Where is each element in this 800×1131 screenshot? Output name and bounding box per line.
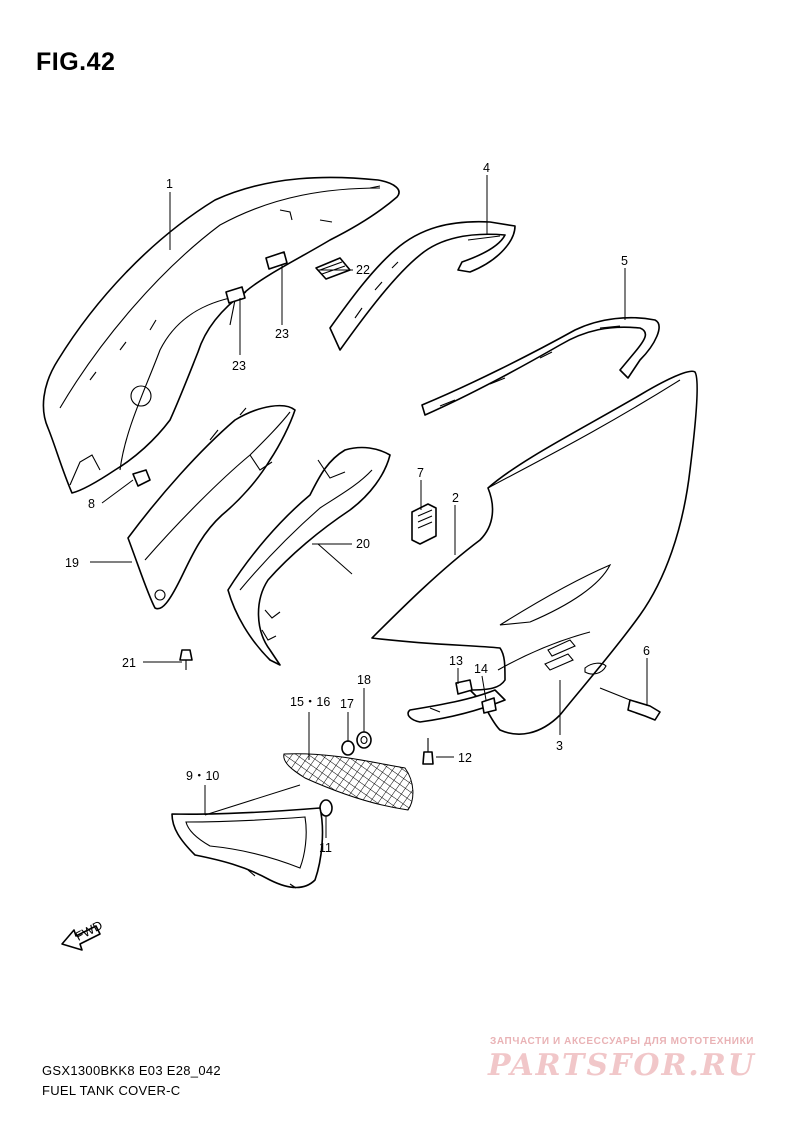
part-20-inner-frame	[227, 446, 391, 666]
part-9-10-lower-frame	[171, 807, 324, 889]
diagram-name: FUEL TANK COVER-C	[42, 1083, 181, 1098]
callout-5: 5	[621, 254, 628, 268]
callout-12: 12	[458, 751, 472, 765]
fwd-arrow-icon	[61, 925, 101, 951]
part-4-upper-trim	[329, 220, 516, 351]
callout-23-right: 23	[275, 327, 289, 341]
callout-6: 6	[643, 644, 650, 658]
callout-17: 17	[340, 697, 354, 711]
callout-13: 13	[449, 654, 463, 668]
callout-7: 7	[417, 466, 424, 480]
callout-9-10: 9・10	[186, 769, 219, 783]
callout-1: 1	[166, 177, 173, 191]
part-19-inner-panel	[127, 404, 296, 610]
part-13-clip	[455, 679, 473, 695]
callout-2: 2	[452, 491, 459, 505]
watermark-logo: PARTSFOR.RU	[488, 1048, 756, 1083]
part-2-side-cover	[371, 370, 698, 735]
part-1-upper-cover	[42, 176, 400, 494]
part-21-screw	[179, 649, 193, 670]
part-6-screw	[599, 687, 661, 721]
callout-21: 21	[122, 656, 136, 670]
part-14-clip	[481, 697, 497, 714]
callout-8: 8	[88, 497, 95, 511]
part-15-16-mesh	[283, 753, 414, 811]
callout-4: 4	[483, 161, 490, 175]
diagram-code: GSX1300BKK8 E03 E28_042	[42, 1063, 221, 1078]
callout-20: 20	[356, 537, 370, 551]
part-22-label	[315, 257, 351, 280]
figure-title: FIG.42	[36, 48, 116, 76]
part-5-side-trim	[421, 316, 660, 416]
part-18-nut	[356, 731, 372, 749]
callout-14: 14	[474, 662, 488, 676]
callout-3: 3	[556, 739, 563, 753]
callout-11: 11	[319, 841, 332, 855]
leader-lines	[90, 175, 648, 838]
part-17-washer	[341, 740, 355, 756]
callout-22: 22	[356, 263, 370, 277]
callout-19: 19	[65, 556, 79, 570]
callout-18: 18	[357, 673, 371, 687]
callout-15-16: 15・16	[290, 695, 330, 709]
part-12-screw	[422, 738, 434, 765]
part-23-label-pair	[225, 251, 288, 304]
watermark-tagline: ЗАПЧАСТИ И АКСЕССУАРЫ ДЛЯ МОТОТЕХНИКИ	[490, 1036, 755, 1047]
part-8-nut	[132, 469, 151, 487]
callout-23-left: 23	[232, 359, 246, 373]
part-3-lower-strip	[407, 689, 506, 723]
part-7-clip	[411, 503, 437, 545]
